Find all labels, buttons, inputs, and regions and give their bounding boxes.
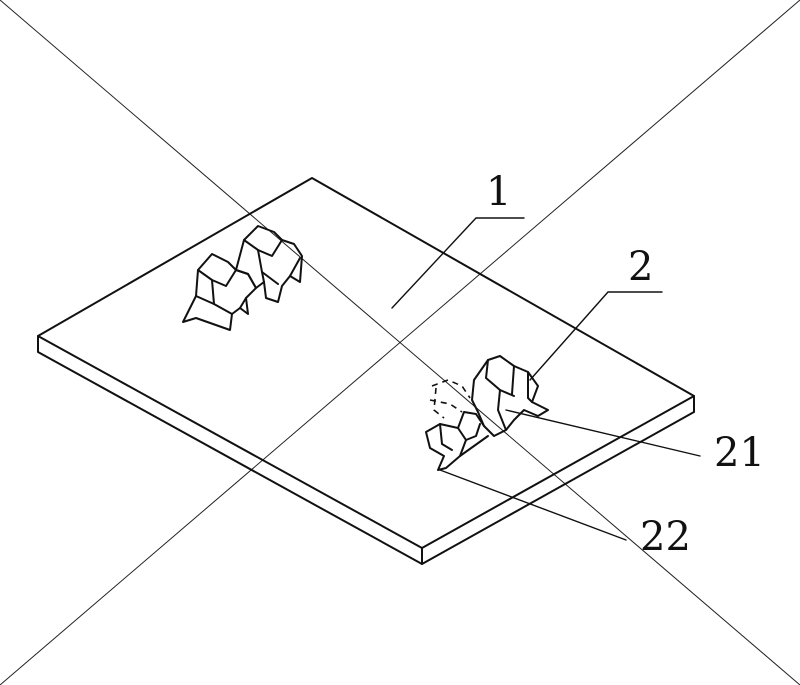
left-clip-back (235, 225, 303, 303)
base-plate (37, 177, 695, 565)
leader-lines (391, 217, 701, 541)
label-clip: 2 (628, 244, 653, 290)
label-plate: 1 (486, 169, 511, 215)
hidden-outline (429, 379, 471, 419)
label-clip-part-21: 21 (714, 430, 765, 476)
right-clip (425, 355, 549, 471)
left-clip-front (182, 253, 257, 331)
label-clip-part-22: 22 (640, 514, 691, 560)
